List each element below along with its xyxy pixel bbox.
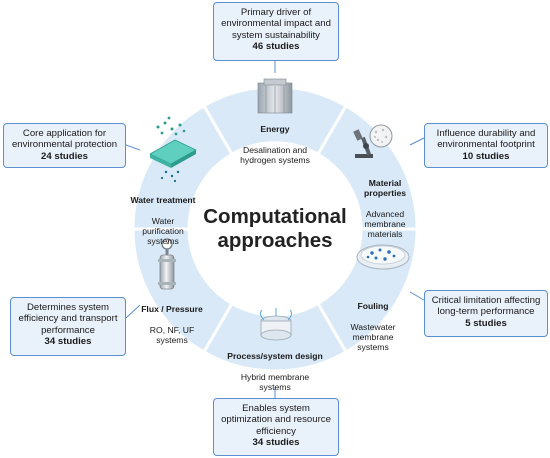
box-description: Primary driver of environmental impact a… [221,7,331,41]
box-study-count: 46 studies [252,41,300,53]
connector-fouling [409,291,425,301]
box-study-count: 5 studies [465,317,507,329]
segment-title: Energy [260,124,290,135]
microscope-icon [353,124,393,158]
box-study-count: 34 studies [44,336,92,348]
segment-title: Material properties [363,178,407,199]
connector-material [409,137,425,146]
box-material: Influence durability and environmental f… [424,123,548,168]
box-study-count: 34 studies [252,437,300,449]
petri-dish-icon [356,244,410,270]
segment-subtitle: Water purification systems [142,215,184,247]
connector-flux [125,304,141,319]
box-fouling: Critical limitation affecting long-term … [424,290,548,337]
box-study-count: 24 studies [41,150,88,162]
segment-label-material: Material properties Advanced membrane ma… [364,168,406,250]
box-study-count: 10 studies [462,150,510,162]
box-description: Enables system optimization and resource… [221,403,331,437]
segment-subtitle: Desalination and hydrogen systems [240,144,310,165]
segment-subtitle: Advanced membrane materials [364,208,406,240]
segment-subtitle: Wastewater membrane systems [350,321,396,353]
segment-label-energy: Energy Desalination and hydrogen systems [240,114,310,175]
segment-label-fouling: Fouling Wastewater membrane systems [350,291,395,362]
box-description: Influence durability and environmental f… [436,128,536,151]
segment-title: Process/system design [227,351,323,362]
segment-water [131,103,235,231]
box-description: Determines system efficiency and transpo… [18,302,118,336]
box-description: Critical limitation affecting long-term … [431,295,541,318]
box-process: Enables system optimization and resource… [213,398,339,456]
box-description: Core application for environmental prote… [11,128,118,151]
membrane-module-icon [259,308,293,341]
segment-subtitle: RO, NF, UF systems [149,324,195,345]
segment-label-process: Process/system design Hybrid membrane sy… [227,341,323,402]
box-flux: Determines system efficiency and transpo… [10,297,126,356]
box-energy: Primary driver of environmental impact a… [213,2,339,61]
center-title: Computational approaches [203,205,347,252]
segment-title: Water treatment [130,195,196,206]
segment-title: Fouling [357,301,389,312]
segment-subtitle: Hybrid membrane systems [240,371,310,392]
pressure-vessel-icon [158,238,176,290]
filter-membrane-icon [149,116,197,183]
box-water: Core application for environmental prote… [3,123,126,168]
connector-water [125,144,141,151]
segment-label-water: Water treatment Water purification syste… [130,185,195,256]
building-icon [257,78,293,114]
segment-title: Flux / Pressure [141,304,203,315]
segment-label-flux: Flux / Pressure RO, NF, UF systems [141,294,203,355]
